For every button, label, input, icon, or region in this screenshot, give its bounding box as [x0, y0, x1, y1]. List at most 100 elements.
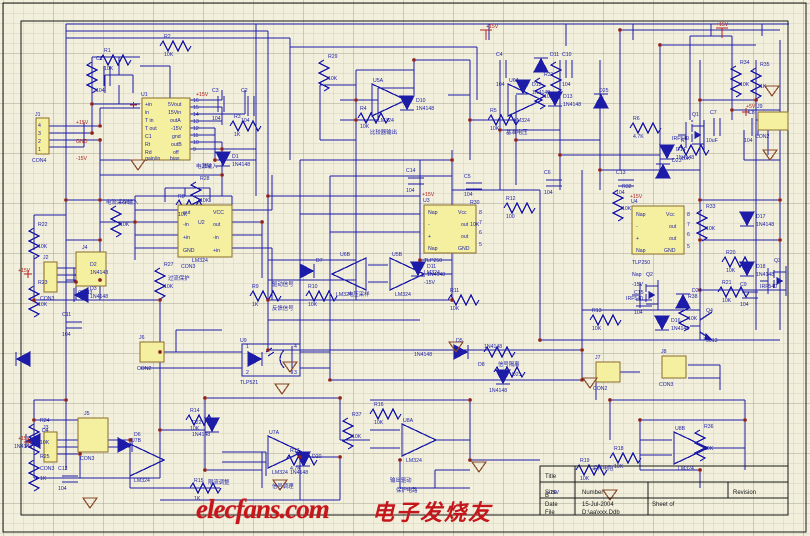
svg-text:LM324: LM324 [378, 118, 394, 124]
svg-text:R35: R35 [760, 62, 770, 68]
diode-d16 [654, 315, 670, 331]
svg-text:10K: 10K [328, 76, 338, 82]
optocoupler-u9[interactable] [241, 343, 301, 377]
svg-text:GND: GND [183, 248, 195, 254]
resistor-group[interactable] [27, 39, 763, 495]
ic-u1-body[interactable] [141, 97, 191, 161]
svg-text:1N4148: 1N4148 [671, 326, 689, 332]
svg-text:outB: outB [171, 142, 182, 148]
svg-text:+15V: +15V [630, 194, 643, 200]
svg-text:2: 2 [246, 370, 249, 376]
svg-text:Q2: Q2 [646, 272, 653, 278]
svg-text:10K: 10K [704, 446, 714, 452]
date-value: 15-Jul-2004 [582, 502, 614, 508]
svg-text:Rt: Rt [145, 142, 151, 148]
svg-text:10K: 10K [38, 302, 48, 308]
svg-text:C13: C13 [616, 170, 626, 176]
svg-text:3: 3 [38, 131, 41, 137]
svg-text:D14: D14 [676, 147, 686, 153]
svg-text:off: off [173, 150, 179, 156]
svg-text:13: 13 [193, 119, 199, 125]
svg-text:10K: 10K [360, 124, 370, 130]
ic-block-group[interactable] [141, 97, 685, 258]
svg-text:-in: -in [183, 222, 189, 228]
opamp-group[interactable] [129, 82, 710, 478]
svg-text:15Vin: 15Vin [168, 110, 181, 116]
svg-text:4.7K: 4.7K [633, 134, 644, 140]
svg-text:-15V: -15V [424, 280, 435, 286]
svg-text:104: 104 [496, 82, 505, 88]
connector-j9 [757, 111, 789, 131]
ic-u2-body[interactable] [177, 204, 233, 258]
svg-text:J1: J1 [35, 112, 41, 118]
title-block[interactable]: Title Size Number Revision Date File B 1… [539, 465, 789, 516]
svg-text:C9: C9 [740, 282, 747, 288]
svg-text:Vcc: Vcc [458, 210, 467, 216]
diode-d3 [73, 287, 89, 303]
connector-group[interactable] [35, 111, 789, 463]
svg-text:1N4148: 1N4148 [414, 352, 432, 358]
svg-text:gnd: gnd [172, 134, 181, 140]
svg-text:1N4148: 1N4148 [489, 388, 507, 394]
svg-text:CON3: CON3 [78, 290, 93, 296]
svg-text:Q1: Q1 [692, 112, 699, 118]
opamp-u5b [389, 256, 426, 292]
diode-d24 [675, 293, 691, 309]
opamp-u7a [267, 434, 304, 470]
transistor-group[interactable] [632, 120, 787, 341]
svg-text:-15V: -15V [200, 164, 211, 170]
svg-text:15: 15 [193, 105, 199, 111]
svg-text:C8: C8 [748, 110, 755, 116]
diode-group[interactable] [15, 57, 755, 467]
svg-text:3: 3 [294, 370, 297, 376]
svg-text:D5: D5 [456, 338, 463, 344]
svg-text:bias: bias [170, 156, 180, 162]
svg-text:10K: 10K [308, 302, 318, 308]
svg-text:R25: R25 [40, 454, 50, 460]
svg-text:R3: R3 [234, 114, 241, 120]
svg-text:2: 2 [38, 139, 41, 145]
svg-text:D23: D23 [672, 158, 682, 164]
svg-text:R33: R33 [706, 204, 716, 210]
svg-text:-in: -in [213, 235, 219, 241]
svg-text:10K: 10K [120, 222, 130, 228]
svg-text:10K: 10K [450, 306, 460, 312]
svg-text:CON4: CON4 [32, 158, 47, 164]
connector-j7 [595, 361, 621, 383]
annot-11: 限流调整 [208, 478, 230, 486]
annot-6: 比较器输出 [370, 128, 397, 136]
opamp-u8a [401, 422, 438, 458]
svg-text:R34: R34 [740, 60, 750, 66]
svg-text:LM324: LM324 [678, 466, 694, 472]
svg-text:D22: D22 [192, 420, 202, 426]
svg-text:10K: 10K [178, 212, 188, 218]
svg-text:C4: C4 [496, 52, 503, 58]
opamp-u6b [330, 256, 367, 292]
svg-text:-: - [428, 222, 430, 228]
svg-text:D3: D3 [90, 286, 97, 292]
svg-text:out: out [213, 222, 221, 228]
svg-text:LM324: LM324 [192, 258, 208, 264]
ic-u3-body[interactable] [423, 204, 477, 254]
watermark-chinese: 电子发烧友 [372, 500, 493, 525]
svg-text:+15V: +15V [196, 92, 209, 98]
svg-text:R28: R28 [200, 176, 210, 182]
svg-text:+15V: +15V [18, 268, 31, 274]
svg-text:1K: 1K [40, 476, 47, 482]
svg-text:Vcc: Vcc [666, 212, 675, 218]
capacitor-group[interactable] [62, 60, 759, 483]
ic-u4-body[interactable] [631, 205, 685, 255]
svg-text:GND: GND [458, 246, 470, 252]
wire-net[interactable] [33, 23, 789, 501]
power-symbol-group [24, 27, 781, 510]
title-label: Title [545, 474, 557, 480]
svg-text:CON3: CON3 [40, 466, 55, 472]
svg-text:104: 104 [464, 192, 473, 198]
svg-text:104: 104 [740, 302, 749, 308]
svg-text:D20: D20 [312, 454, 322, 460]
